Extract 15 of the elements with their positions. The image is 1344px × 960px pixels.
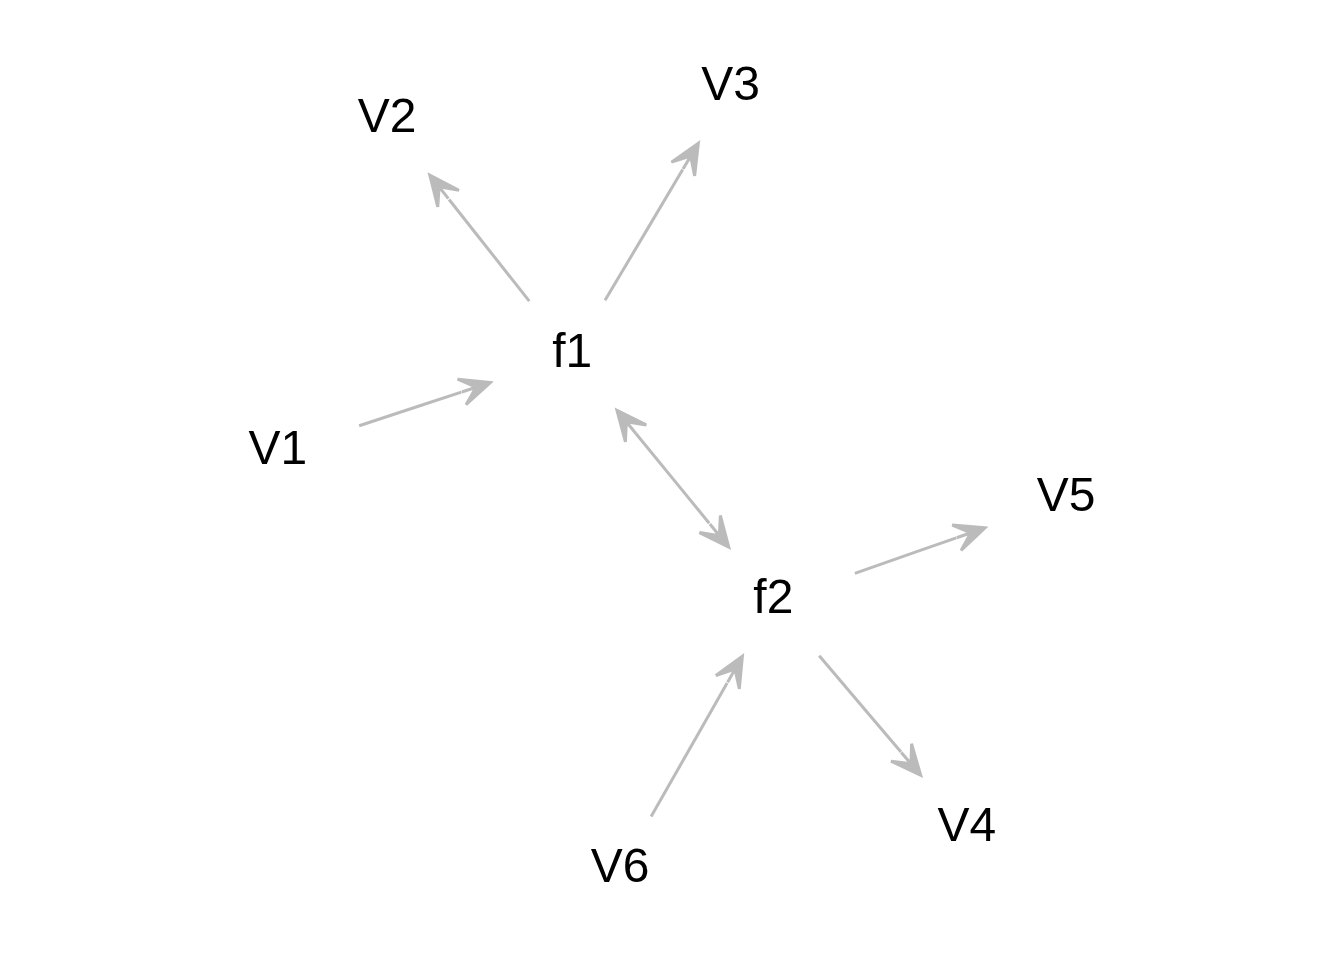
arrow [428,173,531,303]
arrow [358,377,492,428]
arrow [649,654,744,818]
node-text: V3 [701,57,760,111]
node-text: f1 [552,323,593,377]
node-text: V6 [590,839,650,893]
arrow [603,141,700,302]
arrow [854,523,987,575]
node-text: f2 [753,570,794,624]
node-text: V5 [1036,467,1096,521]
node-text: V1 [248,420,308,474]
node-text: V4 [937,798,997,852]
node-text: V2 [357,89,417,143]
arrow [818,654,923,777]
arrow [615,408,731,549]
